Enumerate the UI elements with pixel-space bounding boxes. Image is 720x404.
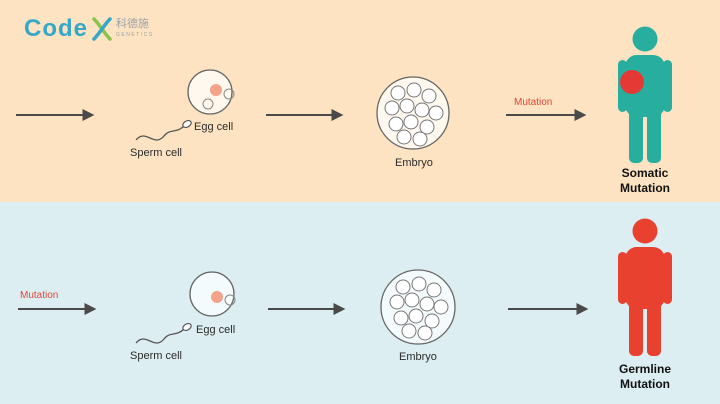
- egg-cell-label-bottom: Egg cell: [196, 324, 236, 336]
- embryo-label-top: Embryo: [395, 157, 433, 169]
- sperm-cell-bottom: [135, 322, 192, 344]
- germline-mutation-caption: Germline Mutation: [600, 362, 690, 392]
- egg-cell-bottom: [189, 271, 236, 317]
- logo-chinese-text: 科德施: [116, 18, 149, 30]
- sperm-cell-label-top: Sperm cell: [130, 147, 182, 159]
- sperm-cell-label-bottom: Sperm cell: [130, 350, 182, 362]
- sperm-cell-top: [135, 119, 192, 141]
- germline-human-figure: [618, 218, 672, 356]
- embryo-bottom: [380, 269, 456, 345]
- logo-x-mark-icon: [92, 17, 112, 41]
- caption-line-2: Mutation: [620, 377, 670, 391]
- germline-panel: [0, 202, 720, 404]
- embryo-top: [376, 76, 450, 150]
- somatic-panel: [0, 0, 720, 202]
- embryo-label-bottom: Embryo: [399, 351, 437, 363]
- egg-cell-top: [187, 69, 235, 115]
- somatic-human-figure: [618, 26, 672, 163]
- somatic-mutation-caption: Somatic Mutation: [600, 166, 690, 196]
- logo-brand-text: Code: [24, 15, 88, 42]
- caption-line-1: Somatic: [621, 166, 669, 180]
- caption-line-1: Germline: [618, 362, 672, 376]
- caption-line-2: Mutation: [620, 181, 670, 195]
- somatic-mutation-spot: [620, 70, 644, 94]
- egg-cell-label-top: Egg cell: [194, 121, 234, 133]
- logo-sub-text: GENETICS: [116, 32, 154, 38]
- mutation-label-top: Mutation: [514, 97, 553, 108]
- mutation-label-bottom: Mutation: [20, 290, 59, 301]
